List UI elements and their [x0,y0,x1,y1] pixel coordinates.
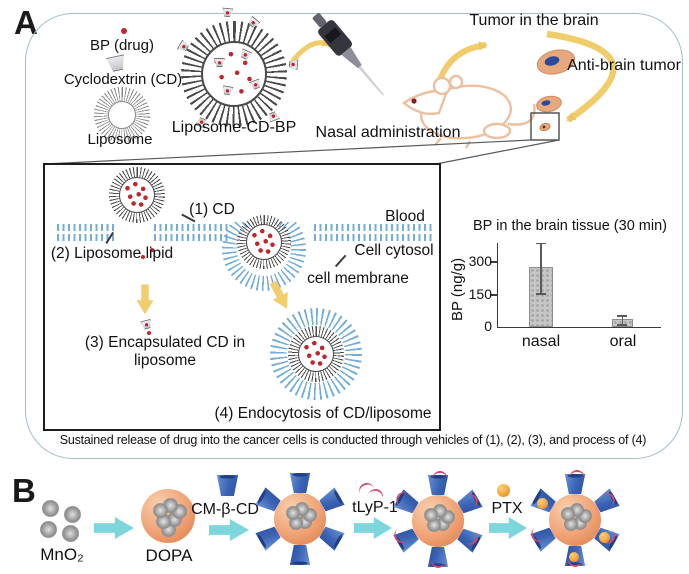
liposome-cd-bp-label: Liposome-CD-BP [171,119,297,136]
bar-nasal-rect [529,266,553,327]
blood-label: Blood [385,208,425,225]
released-drug-dot-icon [150,248,154,252]
nasal-administration-label: Nasal administration [315,124,461,141]
fusing-liposome-icon [109,167,165,223]
callout-zoom-lines [44,112,560,165]
step3-label-line2: liposome [133,352,197,369]
dopa-label: DOPA [145,546,193,565]
ptx-loaded-nanoparticle-icon [525,470,625,570]
pipette-icon [312,13,385,96]
ptx-drug-icon [599,532,610,543]
y-tick-label: 0 [484,318,492,334]
brain-slice-icons [536,49,576,132]
liposome-label: Liposome [87,131,153,148]
liposome-icon [94,87,150,143]
cell-membrane-segment [314,224,432,241]
cell-membrane-segment [154,224,230,241]
endocytosed-liposome-icon [237,215,291,269]
ptx-drug-icon [497,484,510,497]
mouse-icon [401,74,536,149]
panel-a-caption: Sustained release of drug into the cance… [59,433,647,447]
cell-membrane-segment [57,224,115,241]
mechanism-inset: (1) CD Blood Cell cytosol (2) Liposome l… [43,163,441,431]
chart-title: BP in the brain tissue (30 min) [473,218,667,234]
ptx-drug-icon [569,552,579,562]
tlyp1-nanoparticle-icon [388,471,488,571]
y-tick-mark [490,261,497,263]
x-category-oral: oral [609,333,637,350]
y-tick-mark [490,294,497,296]
released-cd-cup-icon [140,319,153,331]
mno2-spheres-icon [38,497,86,547]
x-category-nasal: nasal [521,333,561,350]
step2-liposome-lipid-label: (2) Liposome lipid [50,245,174,262]
bar-chart-plot: 300 150 0 nasal oral [469,242,661,350]
bar-oral-errorbar [618,315,627,326]
panel-a-frame [25,13,683,459]
tlyp1-label: tLyP-1 [352,499,398,516]
cm-b-cd-cup-icon [216,475,239,496]
mno2-label: MnO₂ [40,545,84,564]
y-tick-label: 300 [468,253,492,269]
ptx-label: PTX [491,500,523,517]
step1-cd-label: (1) CD [189,201,235,218]
panel-a-label: A [14,4,38,41]
bp-drug-label: BP (drug) [90,37,154,54]
panel-b-label: B [12,472,36,509]
y-tick-label: 150 [468,286,492,302]
cd-liposome-core-icon [288,326,344,382]
bar-nasal [529,242,553,327]
bp-drug-dot-icon [121,28,127,34]
liposome-cd-bp-icon [181,21,287,127]
step4-endocytosis-label: (4) Endocytosis of CD/liposome [214,405,432,422]
cm-b-cd-label: CM-β-CD [191,501,259,518]
released-drug-dot-icon [141,255,145,259]
bar-nasal-errorbar [536,242,545,295]
anti-brain-tumor-label: Anti-brain tumor [567,57,681,74]
cell-cytosol-label: Cell cytosol [354,242,434,259]
dopa-nanoparticle-icon [133,481,203,551]
cell-membrane-leader-line [334,254,347,267]
down-arrow-icon [137,285,154,315]
cyclodextrin-label: Cyclodextrin (CD) [63,71,183,88]
ptx-drug-icon [537,498,548,509]
cd-coated-nanoparticle-icon [250,469,350,569]
bar-oral [612,243,633,327]
released-drug-dot-icon [147,331,151,335]
cell-membrane-label: cell membrane [307,270,409,287]
tumor-in-brain-label: Tumor in the brain [469,12,599,29]
step3-label-line1: (3) Encapsulated CD in [84,334,246,351]
